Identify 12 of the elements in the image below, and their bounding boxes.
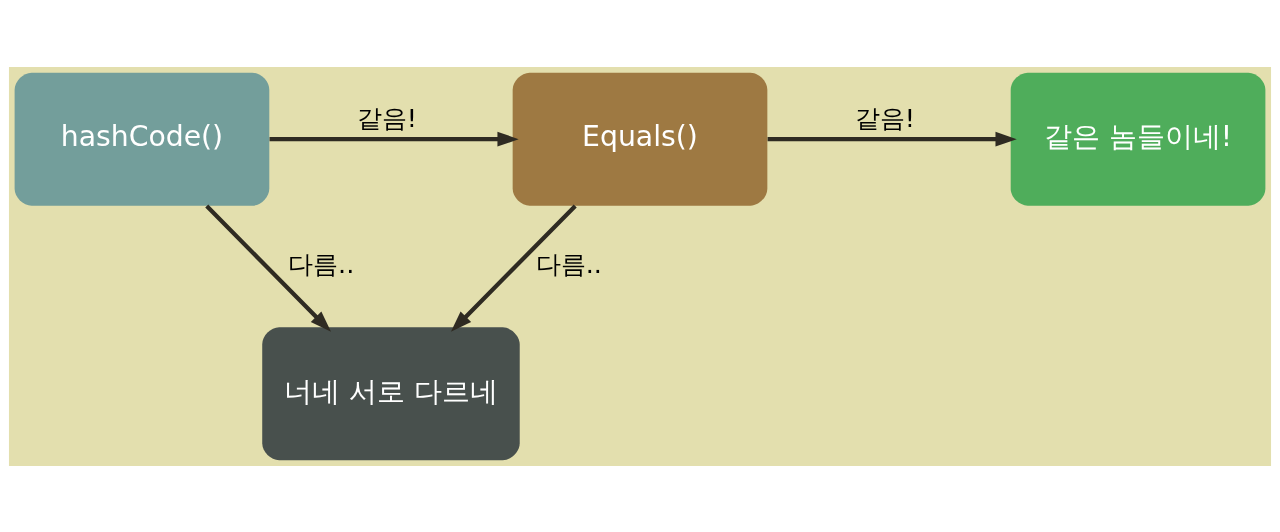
arrow: [269, 131, 519, 147]
arrow: [450, 204, 577, 332]
arrow: [767, 131, 1017, 147]
node-box: Equals(): [512, 72, 768, 206]
arrow: [205, 204, 332, 332]
edge-label: 같음!: [356, 102, 418, 133]
edge-label: 다름..: [288, 248, 355, 279]
node-box: hashCode(): [14, 72, 270, 206]
node-box: 너네 서로 다르네: [262, 326, 520, 460]
node-box: 같은 놈들이네!: [1010, 72, 1266, 206]
edge-label: 같음!: [854, 102, 916, 133]
edge-label: 다름..: [535, 248, 602, 279]
